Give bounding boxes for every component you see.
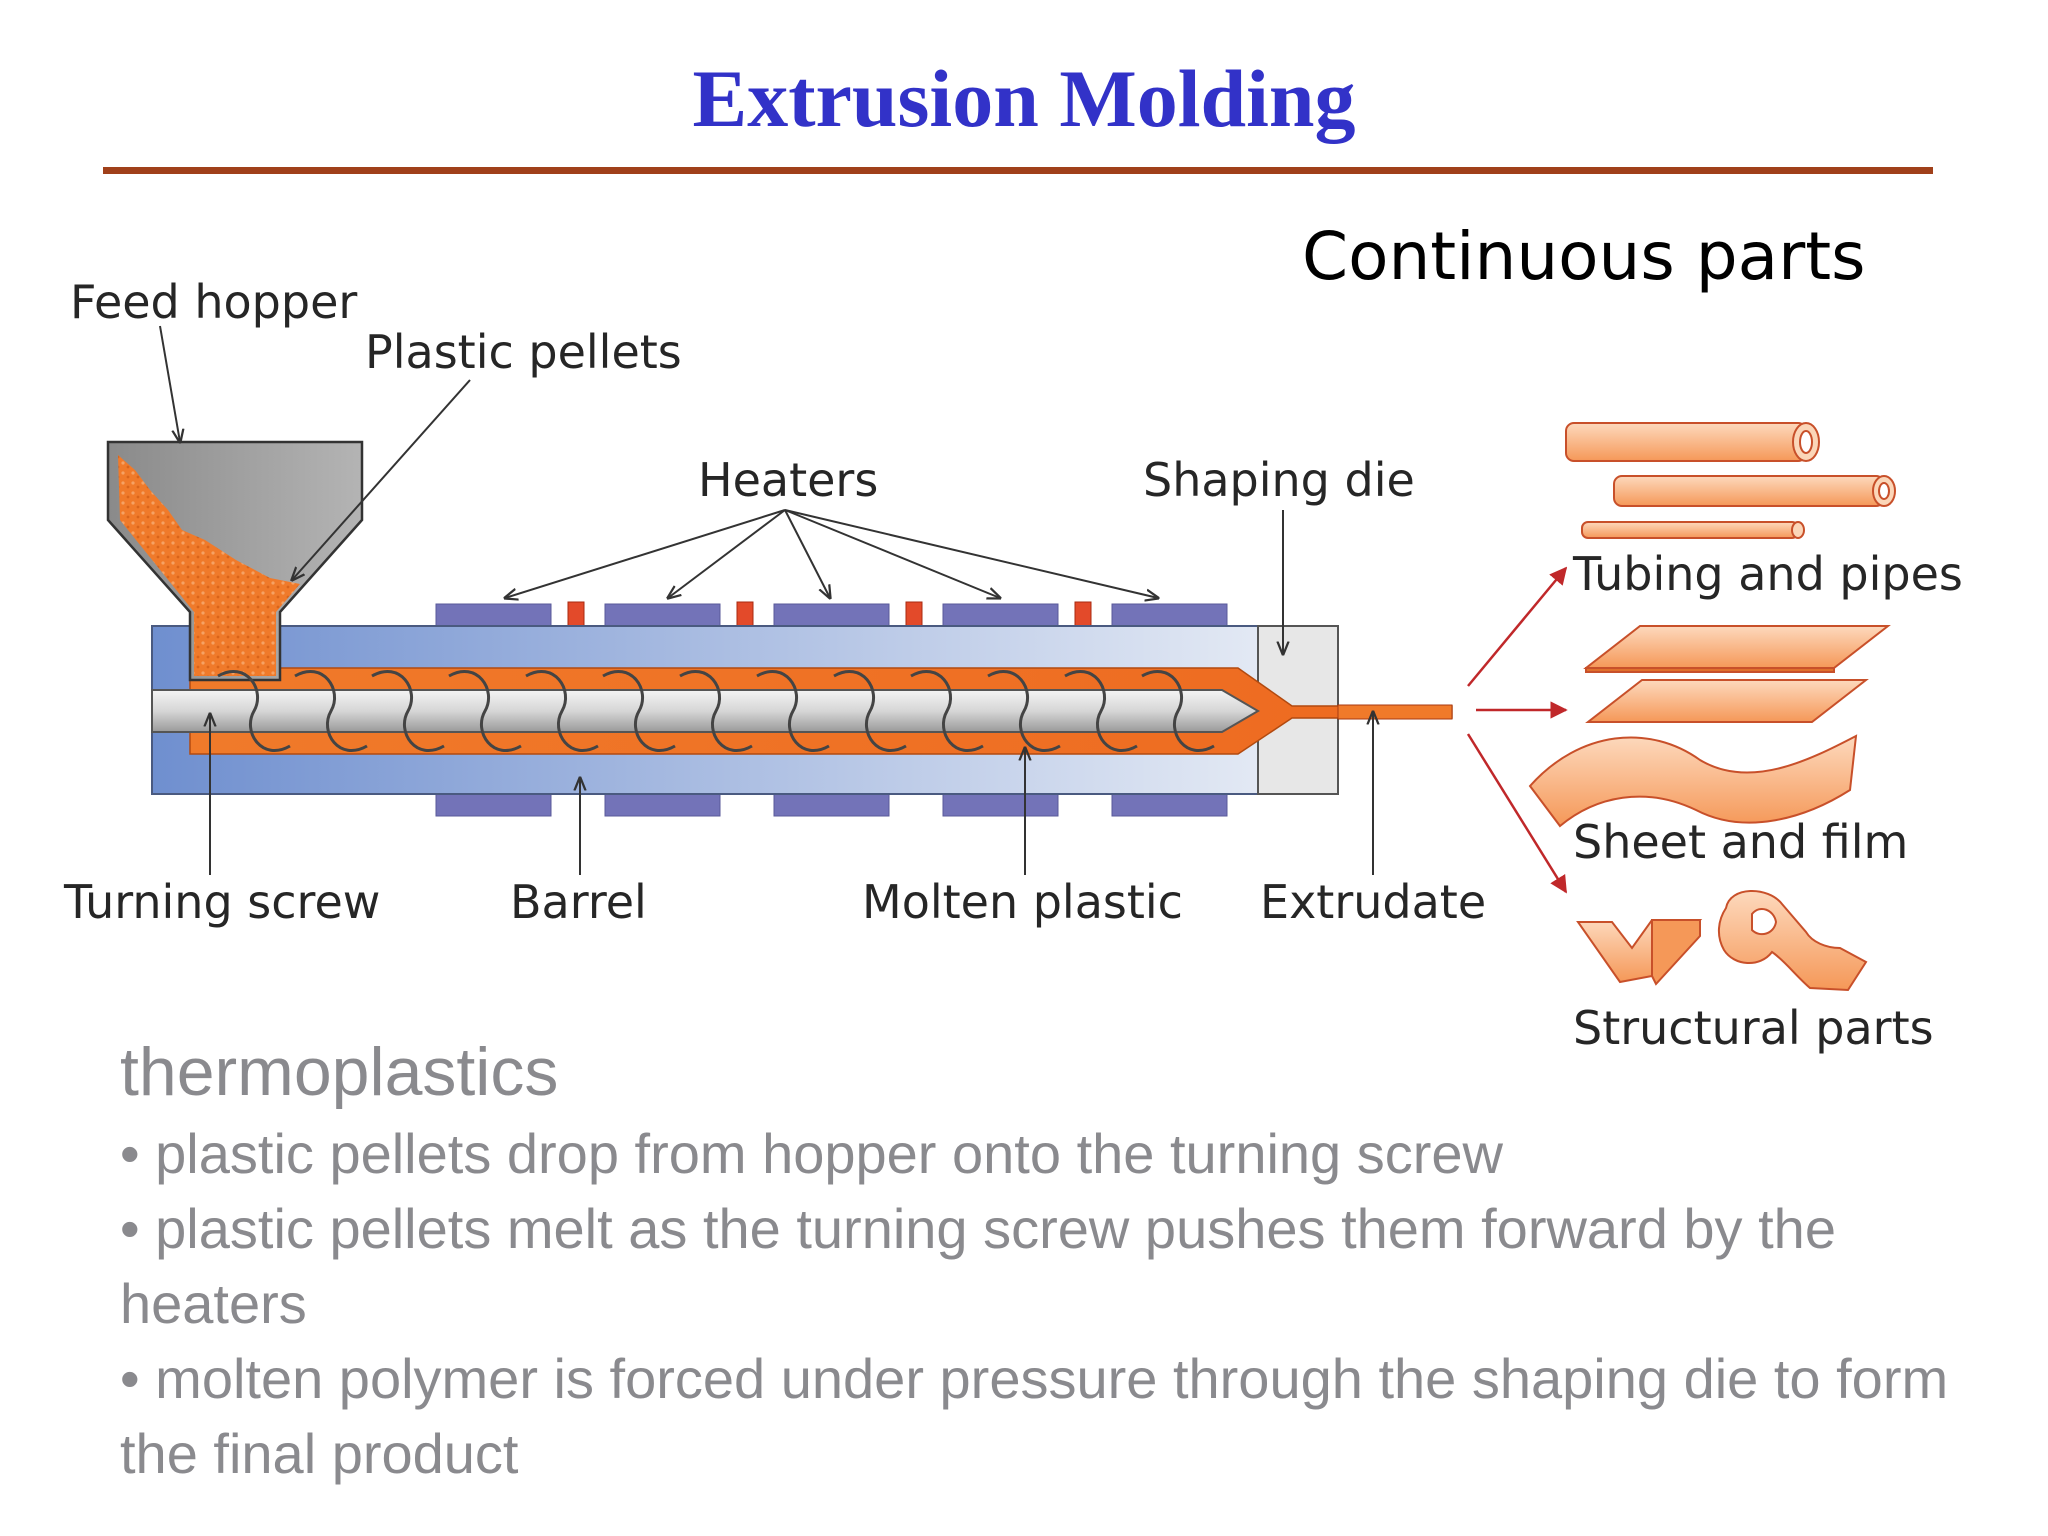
label-heaters: Heaters xyxy=(698,453,878,507)
label-barrel: Barrel xyxy=(510,875,647,929)
label-extrudate: Extrudate xyxy=(1260,875,1486,929)
heater-bands xyxy=(435,601,1228,817)
bullet-item: • plastic pellets melt as the turning sc… xyxy=(120,1197,1836,1335)
bullet-item: • plastic pellets drop from hopper onto … xyxy=(120,1122,1503,1185)
body-heading: thermoplastics xyxy=(120,1034,559,1110)
label-sheet-and-film: Sheet and film xyxy=(1573,815,1908,869)
product-labels: Tubing and pipes Sheet and film Structur… xyxy=(1572,547,1963,1055)
feed-hopper xyxy=(106,440,364,682)
screw-flight xyxy=(217,669,291,753)
label-plastic-pellets: Plastic pellets xyxy=(365,325,682,379)
screw-flight xyxy=(910,669,984,753)
screw-flight xyxy=(1141,669,1215,753)
turning-screw xyxy=(151,669,1260,753)
screw-flight xyxy=(756,669,830,753)
diagram-labels: Feed hopper Plastic pellets Heaters Shap… xyxy=(63,275,1486,929)
title-divider xyxy=(103,167,1933,174)
structural-parts-illustration xyxy=(1576,890,1868,992)
screw-flight xyxy=(448,669,522,753)
product-arrows xyxy=(1466,566,1568,894)
leader-lines xyxy=(159,325,1373,875)
label-structural-parts: Structural parts xyxy=(1573,1001,1934,1055)
label-shaping-die: Shaping die xyxy=(1143,453,1415,507)
label-molten-plastic: Molten plastic xyxy=(862,875,1183,929)
extrudate xyxy=(1337,704,1453,720)
screw-flight xyxy=(679,669,753,753)
label-tubing-and-pipes: Tubing and pipes xyxy=(1572,547,1963,601)
slide-title: Extrusion Molding xyxy=(692,53,1356,144)
screw-flight xyxy=(602,669,676,753)
screw-flight xyxy=(525,669,599,753)
screw-flight xyxy=(987,669,1061,753)
body-text: thermoplastics • plastic pellets drop fr… xyxy=(120,1032,1980,1491)
sheet-and-film-illustration xyxy=(1528,625,1891,828)
screw-flight xyxy=(294,669,368,753)
bullet-item: • molten polymer is forced under pressur… xyxy=(120,1347,1949,1485)
label-feed-hopper: Feed hopper xyxy=(70,275,357,329)
screw-flight xyxy=(1064,669,1138,753)
tubing-and-pipes-illustration xyxy=(1565,422,1896,539)
screw-flight xyxy=(371,669,445,753)
slide-subtitle: Continuous parts xyxy=(1302,218,1866,295)
screw-flight xyxy=(833,669,907,753)
label-turning-screw: Turning screw xyxy=(63,875,380,929)
